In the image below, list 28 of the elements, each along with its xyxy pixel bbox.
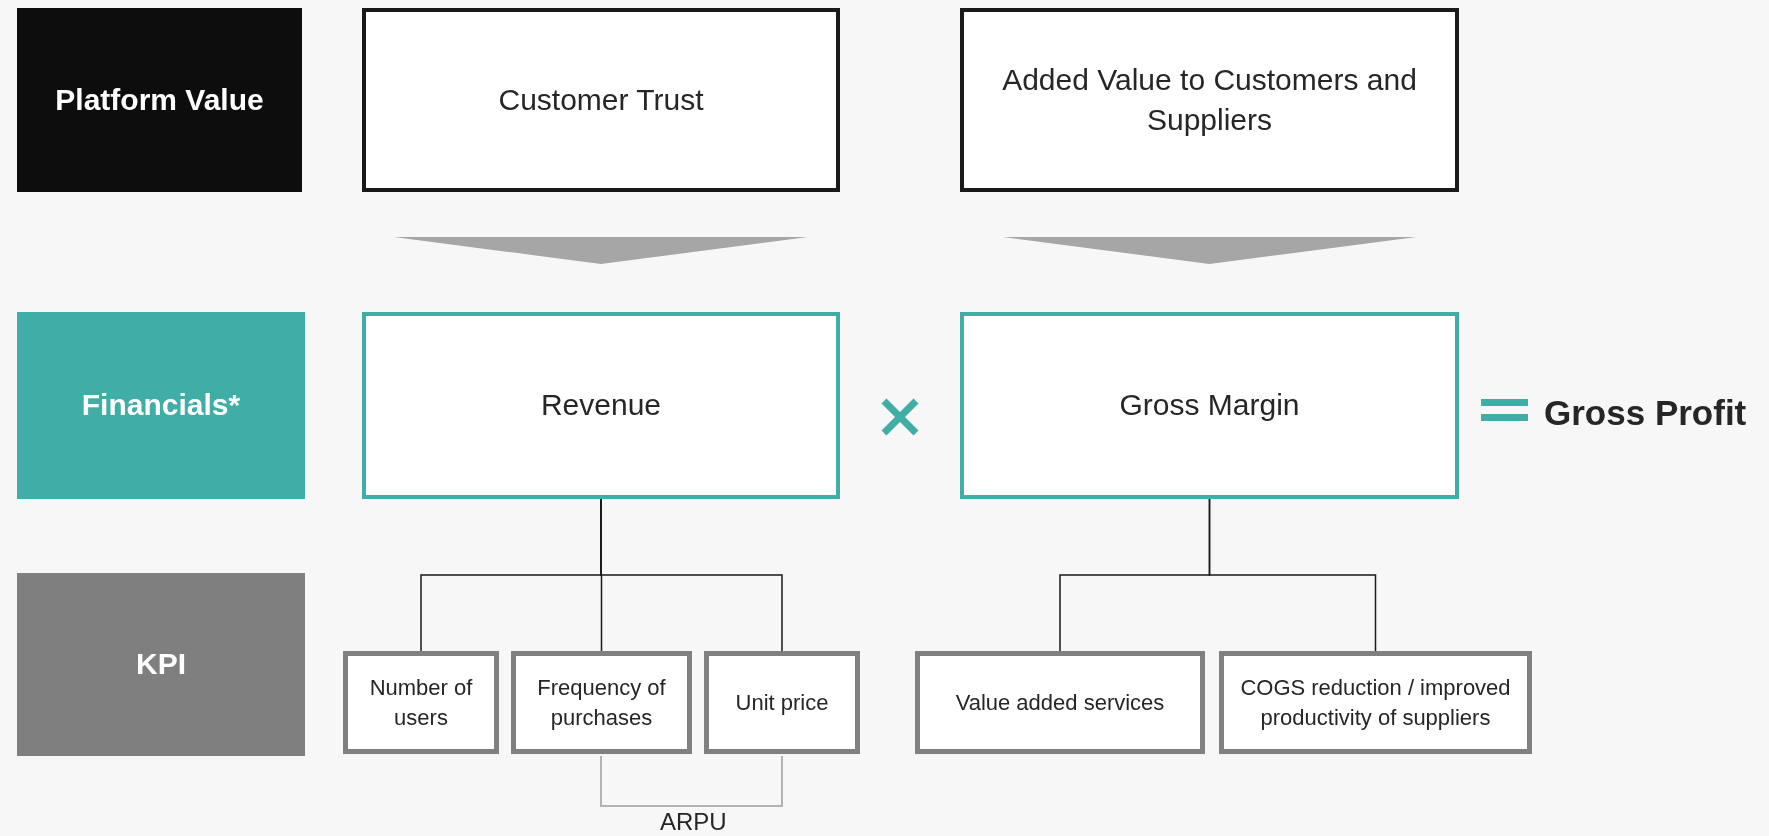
bracket-label: ARPU [660,808,727,836]
kpi-box [511,651,692,754]
box-label: Value added services [955,688,1165,717]
metric-box [362,312,840,499]
box-label: COGS reduction / improved productivity of suppliers [1239,673,1512,732]
box-label: KPI [136,646,186,683]
row-header [17,8,302,192]
row-header [17,573,305,756]
box-label: Revenue [540,387,662,424]
result-label: Gross Profit [1544,393,1747,433]
box-label: Financials* [81,387,241,424]
box-label: Added Value to Customers and Suppliers [1001,61,1418,138]
row-header [17,312,305,499]
box-label: Frequency of purchases [536,673,667,732]
kpi-box [704,651,860,754]
value-box [362,8,840,192]
box-label: Customer Trust [498,81,704,118]
connector-line [600,498,783,652]
box-label: Number of users [368,673,474,732]
value-box [960,8,1459,192]
kpi-box [915,651,1205,754]
box-label: Platform Value [55,81,264,118]
connector-line [1208,498,1377,652]
kpi-box [1219,651,1532,754]
kpi-box [343,651,499,754]
box-label: Gross Margin [1119,387,1300,424]
metric-box [960,312,1459,499]
box-label: Unit price [735,688,829,717]
